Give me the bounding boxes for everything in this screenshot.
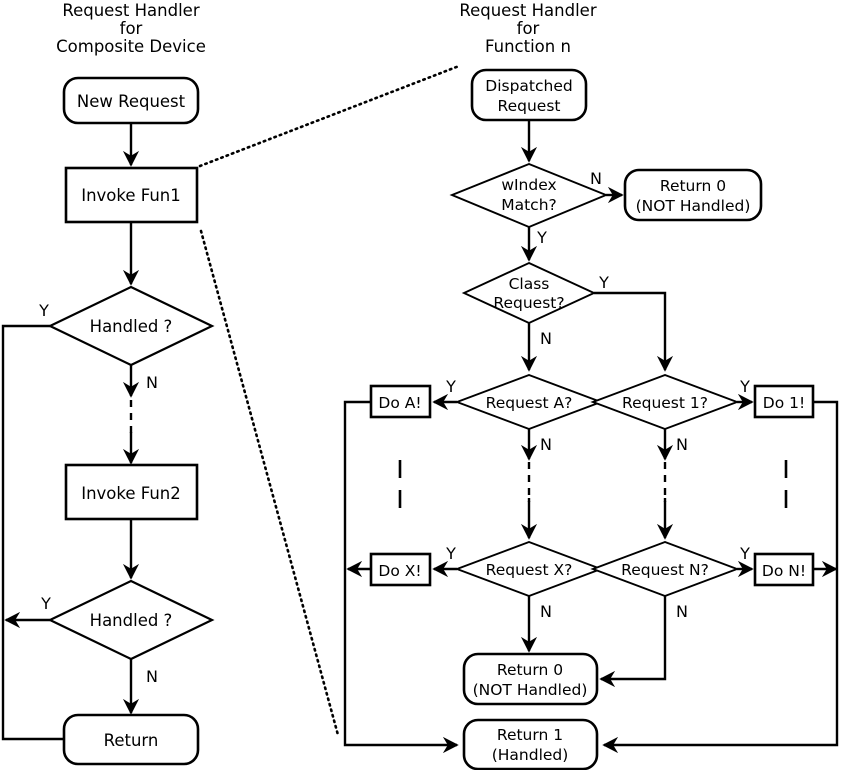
- return1-label-2: (Handled): [492, 746, 569, 764]
- return1-label-1: Return 1: [497, 726, 563, 744]
- node-handled-1: Handled ?: [47, 285, 215, 367]
- class-request-shape: [461, 261, 597, 325]
- return0-bottom-shape: [462, 652, 599, 706]
- node-class-request: Class Request?: [461, 261, 597, 325]
- dispatched-request-label-2: Request: [498, 97, 561, 115]
- node-request-x: Request X?: [454, 540, 604, 598]
- return-label: Return: [104, 731, 159, 750]
- edge-handled1-yes-to-return: [1, 324, 95, 748]
- right-title-line-2: for: [517, 19, 540, 38]
- node-return1: Return 1 (Handled): [462, 718, 599, 770]
- callout-dotted-line-bottom: [199, 229, 340, 737]
- label-req1-no: N: [676, 435, 688, 454]
- right-panel-title: Request Handler for Function n: [459, 1, 596, 56]
- node-request-n: Request N?: [590, 540, 740, 598]
- label-handled2-no: N: [146, 667, 158, 686]
- node-new-request: New Request: [62, 76, 200, 125]
- node-return: Return: [62, 713, 200, 766]
- label-req1-yes: Y: [739, 377, 750, 396]
- node-handled-2: Handled ?: [47, 579, 215, 661]
- rail-left-to-return1: [343, 400, 459, 754]
- class-request-label-1: Class: [509, 275, 550, 293]
- edge-reqn-no-to-return0: [599, 596, 667, 688]
- handled2-label: Handled ?: [90, 611, 173, 630]
- request-n-label: Request N?: [621, 561, 709, 579]
- label-handled1-no: N: [146, 373, 158, 392]
- node-invoke-fun1: Invoke Fun1: [64, 166, 199, 224]
- do-n-label: Do N!: [762, 562, 806, 580]
- do-1-shape: [753, 384, 815, 419]
- invoke-fun1-shape: [64, 166, 199, 224]
- left-title-line-3: Composite Device: [56, 37, 206, 56]
- return0-bottom-label-1: Return 0: [497, 661, 563, 679]
- return0-top-label-2: (NOT Handled): [636, 197, 751, 215]
- edge-class-yes-to-req1: [594, 291, 674, 372]
- node-request-a: Request A?: [454, 373, 604, 431]
- label-class-no: N: [540, 329, 552, 348]
- label-handled2-yes: Y: [40, 594, 51, 613]
- node-return0-top: Return 0 (NOT Handled): [623, 168, 763, 222]
- windex-match-label-1: wIndex: [501, 176, 556, 194]
- node-do-1: Do 1!: [753, 384, 815, 419]
- do-a-label: Do A!: [378, 394, 421, 412]
- request-1-label: Request 1?: [622, 394, 708, 412]
- label-reqx-no: N: [540, 602, 552, 621]
- return0-top-shape: [623, 168, 763, 222]
- label-reqx-yes: Y: [445, 544, 456, 563]
- right-title-line-1: Request Handler: [459, 1, 596, 20]
- label-reqn-no: N: [676, 602, 688, 621]
- do-n-shape: [753, 552, 815, 587]
- label-reqa-yes: Y: [445, 377, 456, 396]
- invoke-fun2-label: Invoke Fun2: [81, 484, 181, 503]
- request-a-label: Request A?: [486, 394, 573, 412]
- label-reqa-no: N: [540, 435, 552, 454]
- return-shape: [62, 713, 200, 766]
- left-title-line-1: Request Handler: [62, 1, 199, 20]
- windex-match-label-2: Match?: [501, 196, 557, 214]
- node-do-a: Do A!: [369, 384, 432, 419]
- node-invoke-fun2: Invoke Fun2: [64, 463, 199, 521]
- request-x-label: Request X?: [486, 561, 573, 579]
- callout-dotted-line-top: [198, 64, 461, 168]
- return0-bottom-label-2: (NOT Handled): [473, 681, 588, 699]
- invoke-fun1-label: Invoke Fun1: [81, 186, 181, 205]
- right-title-line-3: Function n: [485, 37, 571, 56]
- node-do-n: Do N!: [753, 552, 815, 587]
- new-request-label: New Request: [77, 92, 186, 111]
- node-return0-bottom: Return 0 (NOT Handled): [462, 652, 599, 706]
- node-dispatched-request: Dispatched Request: [470, 68, 588, 122]
- label-windex-no: N: [590, 169, 602, 188]
- invoke-fun2-shape: [64, 463, 199, 521]
- label-handled1-yes: Y: [38, 301, 49, 320]
- label-windex-yes: Y: [536, 228, 547, 247]
- node-request-1: Request 1?: [590, 373, 740, 431]
- dispatched-request-label-1: Dispatched: [485, 77, 572, 95]
- node-do-x: Do X!: [369, 552, 432, 587]
- class-request-label-2: Request?: [493, 294, 564, 312]
- left-title-line-2: for: [120, 19, 143, 38]
- return0-top-label-1: Return 0: [660, 177, 726, 195]
- do-x-label: Do X!: [378, 562, 421, 580]
- left-panel-title: Request Handler for Composite Device: [56, 1, 206, 56]
- do-1-label: Do 1!: [763, 394, 805, 412]
- node-windex-match: wIndex Match?: [449, 162, 609, 229]
- handled1-label: Handled ?: [90, 317, 173, 336]
- return1-shape: [462, 718, 599, 770]
- label-class-yes: Y: [598, 273, 609, 292]
- label-reqn-yes: Y: [739, 544, 750, 563]
